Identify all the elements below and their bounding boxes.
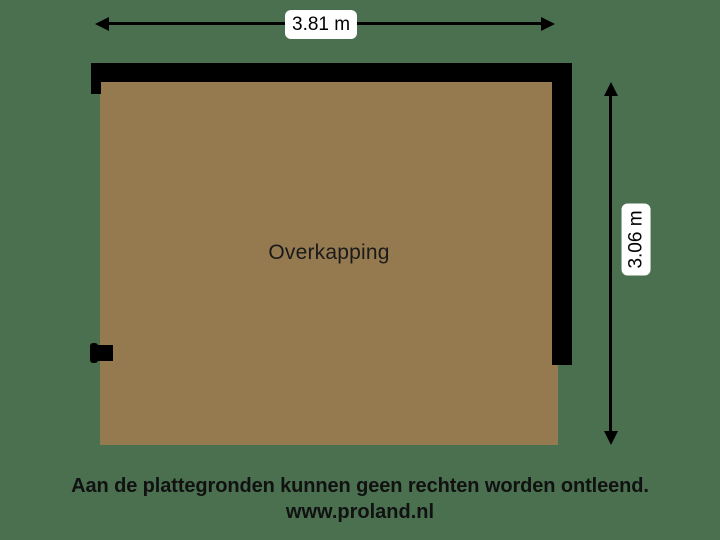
wall-top — [91, 63, 572, 82]
post-left-outer — [90, 343, 98, 363]
footer-website: www.proland.nl — [285, 501, 435, 523]
wall-left-stub — [91, 63, 101, 94]
dimension-line-vertical — [603, 82, 618, 445]
footer-disclaimer: Aan de plattegronden kunnen geen rechten… — [71, 475, 649, 497]
dimension-label-height: 3.06 m — [621, 203, 651, 276]
post-left-block — [97, 345, 113, 361]
room-label: Overkapping — [268, 241, 390, 264]
room-floor-overkapping — [100, 82, 558, 445]
dimension-shaft-vertical — [609, 93, 612, 434]
footer: Aan de plattegronden kunnen geen rechten… — [0, 474, 720, 525]
dimension-label-width: 3.81 m — [285, 10, 358, 39]
arrowhead-left-icon — [95, 16, 109, 31]
arrowhead-up-icon — [603, 82, 618, 96]
arrowhead-right-icon — [541, 16, 555, 31]
arrowhead-down-icon — [603, 431, 618, 445]
wall-right — [552, 63, 572, 365]
